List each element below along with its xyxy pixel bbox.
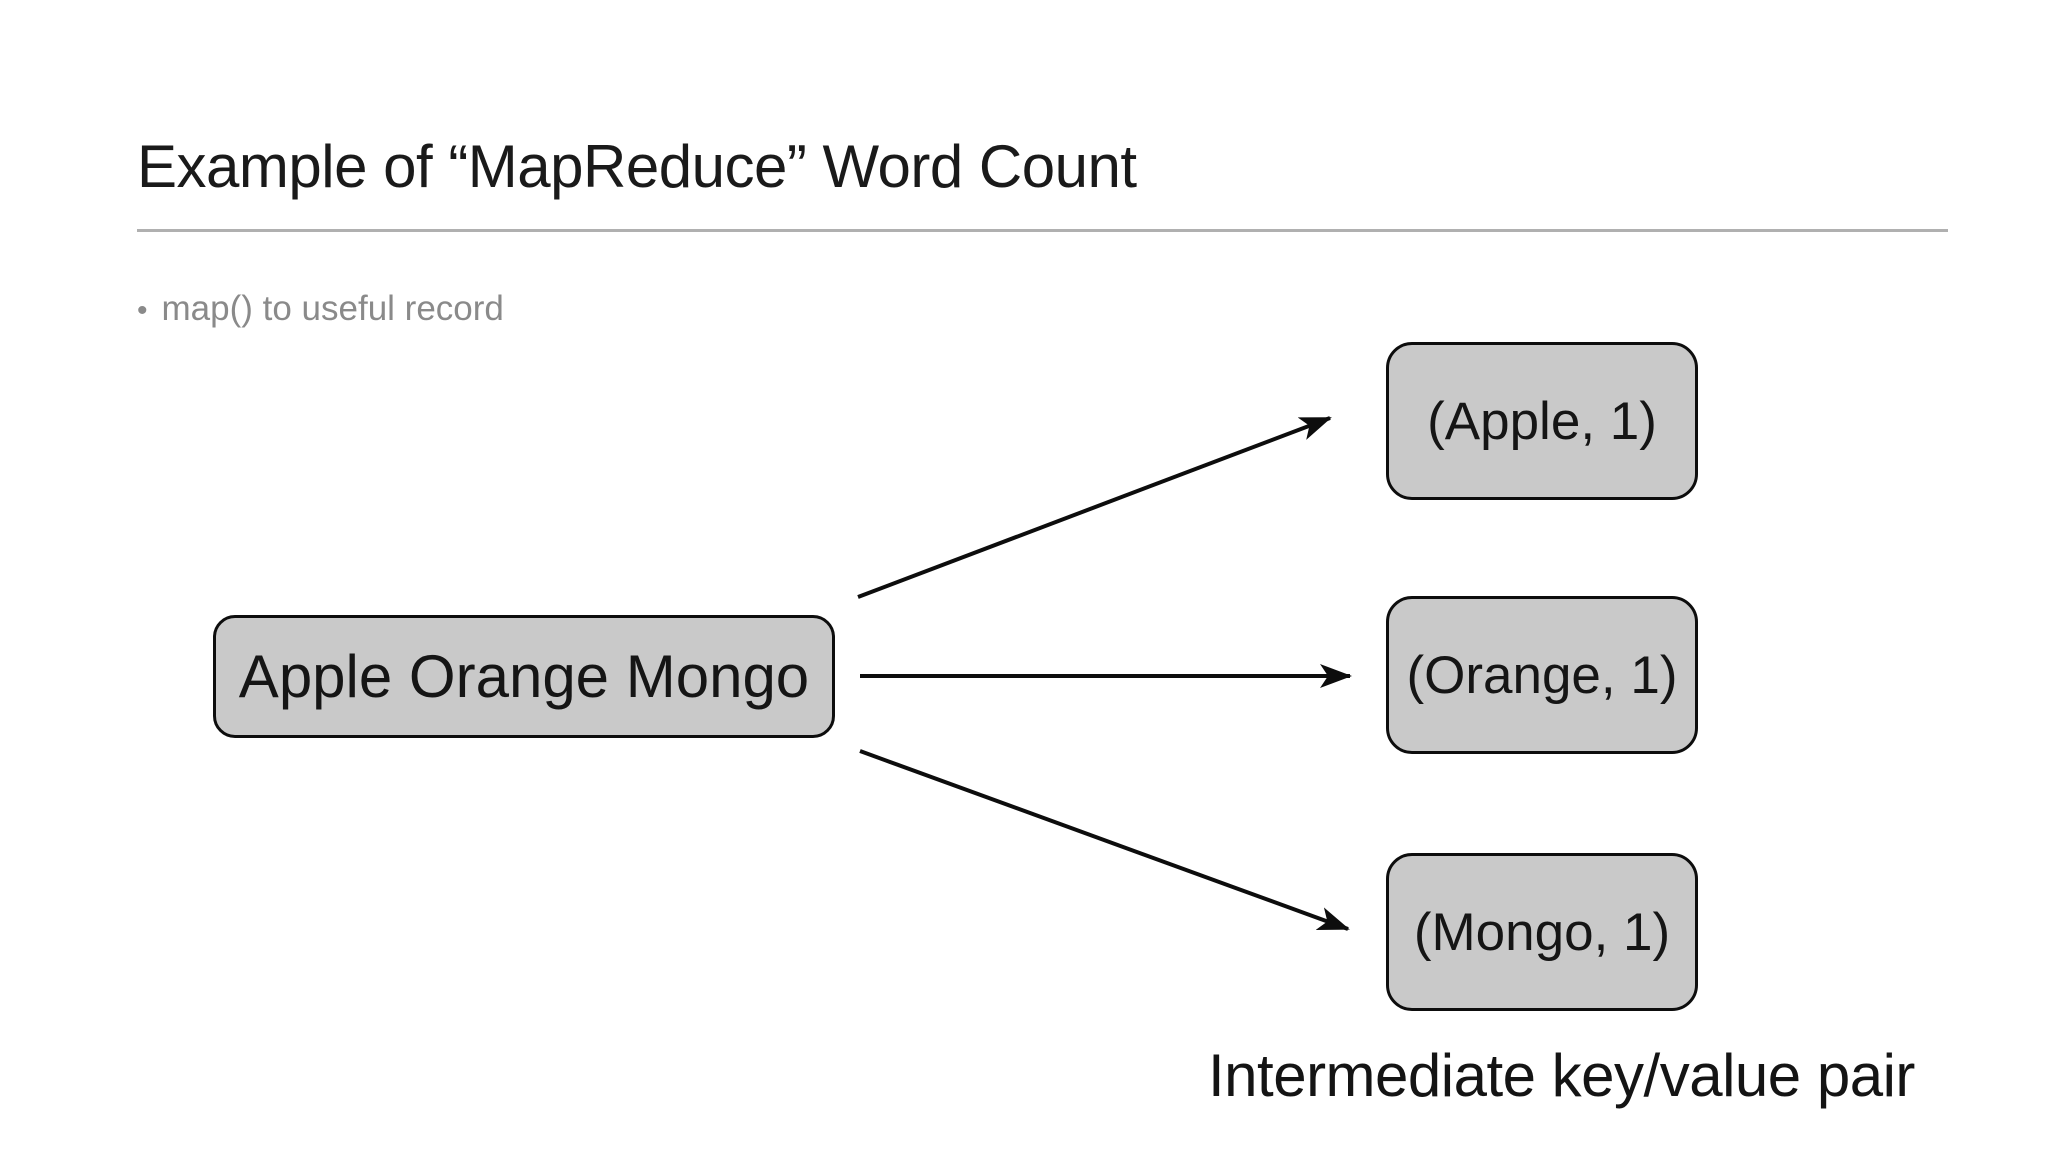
output-box-apple-label: (Apple, 1)	[1427, 391, 1657, 451]
source-box-label: Apple Orange Mongo	[238, 643, 810, 710]
caption: Intermediate key/value pair	[1208, 1042, 1915, 1109]
source-box: Apple Orange Mongo	[213, 615, 835, 738]
bullet-text: map() to useful record	[161, 289, 504, 328]
page-title: Example of “MapReduce” Word Count	[137, 133, 1137, 200]
bullet-item: • map() to useful record	[137, 288, 504, 330]
output-box-apple: (Apple, 1)	[1386, 342, 1698, 500]
output-box-mongo-label: (Mongo, 1)	[1413, 902, 1671, 962]
title-divider	[137, 229, 1948, 232]
output-box-mongo: (Mongo, 1)	[1386, 853, 1698, 1011]
output-box-orange-label: (Orange, 1)	[1406, 645, 1678, 705]
output-box-orange: (Orange, 1)	[1386, 596, 1698, 754]
arrow-to-mongo	[859, 749, 1350, 931]
arrow-to-apple	[857, 416, 1332, 599]
bullet-marker: •	[137, 294, 148, 327]
